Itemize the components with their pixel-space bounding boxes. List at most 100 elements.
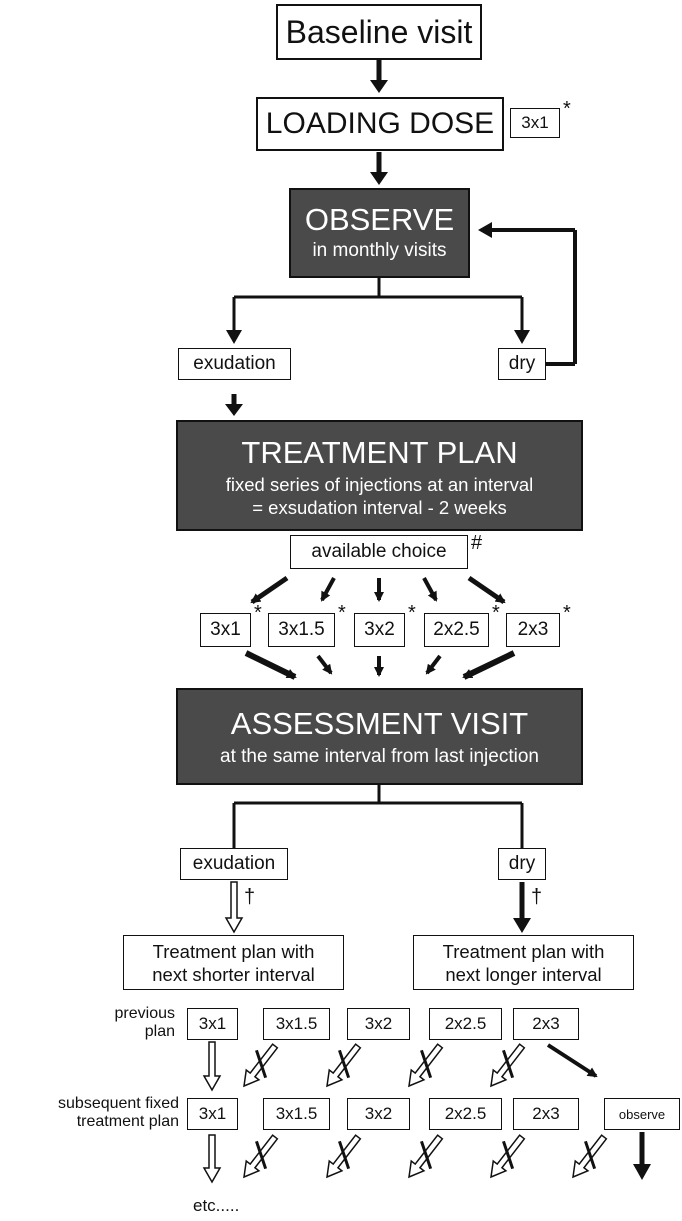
crossed-arrow-row2-2 [326, 1134, 362, 1179]
subsequent-plan-box-5: 2x3 [513, 1098, 579, 1130]
subsequent-plan-label-6: observe [618, 1106, 666, 1122]
previous-plan-box-5: 2x3 [513, 1008, 579, 1040]
arrowhead-exudation-to-plan [225, 404, 243, 416]
previous-plan-label-1: 3x1 [198, 1014, 227, 1033]
shorter-interval-line-2: next shorter interval [152, 963, 315, 985]
observe-branch-lines [232, 278, 524, 332]
arrowhead-loading-to-observe [370, 172, 388, 185]
crossed-arrow-row2-5 [572, 1134, 608, 1179]
arrowhead-baseline-to-loading [370, 80, 388, 93]
diagonal-hollow-arrows-2 [243, 1134, 608, 1179]
option-asterisk-2: * [338, 602, 346, 624]
treatment-plan-title: TREATMENT PLAN [241, 434, 518, 470]
option-box-5: 2x3 [506, 613, 560, 647]
longer-interval-line-1: Treatment plan with [442, 940, 605, 962]
arrowhead-observe-down [633, 1164, 651, 1180]
subsequent-plan-box-4: 2x2.5 [429, 1098, 502, 1130]
dry-box-2: dry [498, 848, 546, 880]
options-to-assessment-arrows [244, 650, 516, 680]
etc-label: etc..... [193, 1196, 240, 1215]
previous-plan-label-line-1: previous [114, 1005, 175, 1022]
subsequent-plan-label-line-1: subsequent fixed [58, 1095, 179, 1112]
arrowhead-feedback-to-observe [478, 222, 492, 238]
assessment-subtitle: at the same interval from last injection [220, 745, 539, 767]
previous-plan-label-4: 2x2.5 [444, 1014, 487, 1033]
option-box-3: 3x2 [354, 613, 405, 647]
baseline-visit-label: Baseline visit [285, 13, 473, 50]
crossed-arrow-row1-4 [490, 1043, 526, 1088]
option-asterisk-4: * [492, 602, 500, 624]
crossed-arrow-row2-1 [243, 1134, 279, 1179]
subsequent-plan-label: subsequent fixed treatment plan [0, 1095, 179, 1131]
loading-dose-asterisk: * [563, 98, 571, 120]
subsequent-plan-box-2: 3x1.5 [263, 1098, 330, 1130]
option-label-1: 3x1 [210, 619, 241, 640]
crossed-arrow-row2-4 [490, 1134, 526, 1179]
dry-dagger: † [531, 886, 543, 908]
arrowhead-to-dry-1 [514, 330, 530, 344]
exudation-dagger: † [244, 886, 256, 908]
crossed-arrow-row1-1 [243, 1043, 279, 1088]
treatment-plan-box: TREATMENT PLAN fixed series of injection… [176, 420, 583, 531]
option-label-2: 3x1.5 [278, 619, 325, 640]
crossed-arrow-row1-2 [326, 1043, 362, 1088]
previous-plan-box-4: 2x2.5 [429, 1008, 502, 1040]
assessment-title: ASSESSMENT VISIT [230, 705, 529, 741]
longer-interval-line-2: next longer interval [445, 963, 602, 985]
subsequent-plan-box-1: 3x1 [187, 1098, 238, 1130]
previous-to-subsequent-arrows [202, 1041, 222, 1092]
subsequent-plan-label-4: 2x2.5 [444, 1104, 487, 1123]
exudation-box-2: exudation [180, 848, 288, 880]
subsequent-plan-label-1: 3x1 [198, 1104, 227, 1123]
option-label-4: 2x2.5 [433, 619, 480, 640]
option-box-1: 3x1 [200, 613, 251, 647]
previous-plan-label: previous plan [60, 1005, 175, 1041]
option-asterisk-1: * [254, 602, 262, 624]
assessment-branch-lines [232, 785, 524, 848]
loading-dose-label: LOADING DOSE [265, 107, 495, 140]
previous-plan-box-3: 3x2 [347, 1008, 410, 1040]
previous-plan-label-3: 3x2 [364, 1014, 393, 1033]
previous-plan-label-5: 2x3 [532, 1014, 560, 1033]
longer-interval-box: Treatment plan with next longer interval [413, 935, 634, 990]
option-label-5: 2x3 [517, 619, 549, 640]
diagonal-hollow-arrows-1 [243, 1043, 526, 1088]
crossed-arrow-row2-3 [408, 1134, 444, 1179]
arrowhead-to-exudation-1 [226, 330, 242, 344]
subsequent-plan-label-5: 2x3 [532, 1104, 560, 1123]
subsequent-plan-label-line-2: treatment plan [76, 1113, 179, 1130]
exudation-box-1: exudation [178, 348, 291, 380]
shorter-interval-line-1: Treatment plan with [152, 940, 315, 962]
previous-plan-box-1: 3x1 [187, 1008, 238, 1040]
previous-plan-label-2: 3x1.5 [275, 1014, 318, 1033]
hollow-arrow-to-shorter [224, 881, 244, 934]
arrow-2x3-to-observe [546, 1043, 598, 1078]
subsequent-plan-box-6: observe [604, 1098, 680, 1130]
subsequent-plan-label-2: 3x1.5 [275, 1104, 318, 1123]
exudation-label-1: exudation [193, 353, 276, 374]
arrowhead-dry-to-longer [513, 918, 531, 933]
exudation-label-2: exudation [192, 853, 276, 874]
loading-dose-regimen: 3x1 [521, 113, 549, 132]
subsequent-to-next-arrows [202, 1134, 222, 1184]
observe-subtitle: in monthly visits [312, 240, 447, 261]
subsequent-plan-label-3: 3x2 [364, 1104, 393, 1123]
treatment-plan-line-1: fixed series of injections at an interva… [225, 473, 534, 495]
option-label-3: 3x2 [364, 619, 395, 640]
baseline-visit-box: Baseline visit [276, 4, 482, 60]
dry-box-1: dry [498, 348, 546, 380]
choice-to-options-arrows [250, 575, 506, 605]
available-choice-box: available choice [290, 535, 468, 569]
available-choice-label: available choice [311, 541, 447, 562]
option-asterisk-3: * [408, 602, 416, 624]
assessment-visit-box: ASSESSMENT VISIT at the same interval fr… [176, 688, 583, 785]
dry-feedback-loop [490, 228, 577, 366]
loading-dose-regimen-box: 3x1 [510, 108, 560, 138]
previous-plan-label-line-2: plan [144, 1023, 175, 1040]
shorter-interval-box: Treatment plan with next shorter interva… [123, 935, 344, 990]
option-box-2: 3x1.5 [268, 613, 335, 647]
previous-plan-box-2: 3x1.5 [263, 1008, 330, 1040]
observe-box: OBSERVE in monthly visits [289, 188, 470, 278]
